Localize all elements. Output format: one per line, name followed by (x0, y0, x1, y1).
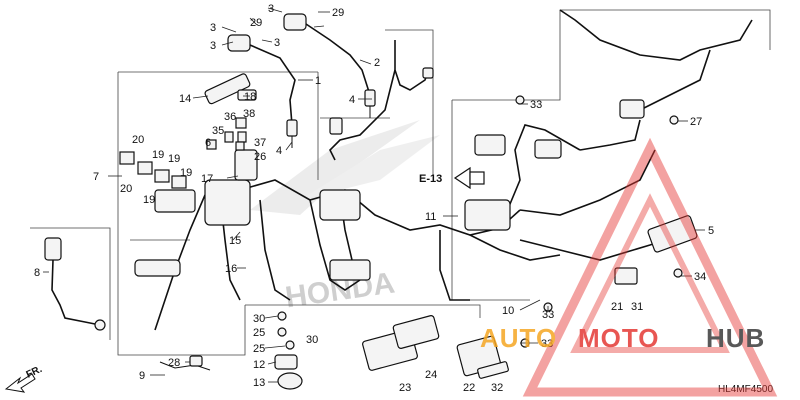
callout-label: 4 (349, 94, 355, 106)
callout-label: 36 (224, 111, 236, 123)
callout-label: 6 (205, 137, 211, 149)
callout-label: 19 (152, 149, 164, 161)
section-ref-label: E-13 (419, 173, 442, 185)
callout-label: 33 (530, 99, 542, 111)
callout-label: 19 (168, 153, 180, 165)
callout-label: 35 (212, 125, 224, 137)
front-direction-label: FR. (25, 364, 44, 381)
sub-harness-top (329, 40, 434, 161)
callout-label: 2 (374, 57, 380, 69)
callout-label: 21 (611, 301, 623, 313)
callout-label: 3 (210, 22, 216, 34)
callout-label: 7 (93, 171, 99, 183)
callout-label: 11 (425, 211, 436, 223)
watermark-brand-hub: HUB (706, 323, 765, 353)
sub-harness-left (44, 237, 106, 331)
callout-label: 38 (243, 108, 255, 120)
callout-label: 25 (253, 343, 265, 355)
callout-numbers: 3 29 3 3 29 3 2 1 4 4 14 18 36 38 35 37 … (34, 3, 714, 394)
callout-label: 4 (276, 145, 282, 157)
automotohub-watermark: AUTO MOTO HUB (480, 137, 778, 397)
callout-label: 33 (542, 309, 554, 321)
callout-label: 15 (229, 235, 241, 247)
relays-fuse-group (119, 73, 257, 277)
control-modules (159, 95, 698, 390)
main-wire-harness (154, 9, 753, 331)
callout-label: 9 (139, 370, 145, 382)
callout-label: 37 (254, 137, 266, 149)
callout-label: 10 (502, 305, 514, 317)
watermark-brand-auto: AUTO (480, 323, 557, 353)
callout-label: 3 (210, 40, 216, 52)
diagram-reference-code: HL4MF4500 (718, 384, 773, 395)
callout-label: 31 (631, 301, 643, 313)
callout-label: 13 (253, 377, 265, 389)
leader-lines (43, 7, 705, 383)
callout-label: 28 (168, 357, 180, 369)
callout-label: 3 (268, 3, 274, 15)
section-frames (30, 9, 771, 356)
watermark-triangle-outer (522, 137, 778, 397)
callout-label: 29 (250, 17, 262, 29)
callout-label: 25 (253, 327, 265, 339)
callout-label: 14 (179, 93, 191, 105)
callout-label: 26 (254, 151, 266, 163)
callout-label: 5 (708, 225, 714, 237)
callout-label: 17 (201, 173, 213, 185)
callout-label: 22 (463, 382, 475, 394)
callout-label: 19 (143, 194, 155, 206)
callout-label: 3 (274, 37, 280, 49)
watermark-brand-moto: MOTO (578, 323, 660, 353)
ignition-coil-right (283, 13, 376, 118)
callout-label: 16 (225, 263, 237, 275)
callout-label: 12 (253, 359, 265, 371)
callout-label: 32 (491, 382, 503, 394)
callout-label: 20 (132, 134, 144, 146)
watermark-triangle-inner (570, 193, 730, 353)
callout-label: 27 (690, 116, 702, 128)
front-direction-indicator: FR. (4, 364, 44, 393)
callout-label: 1 (315, 75, 321, 87)
callout-label: 19 (180, 167, 192, 179)
callout-label: 30 (253, 313, 265, 325)
callout-label: 20 (120, 183, 132, 195)
callout-label: 8 (34, 267, 40, 279)
honda-wing-watermark (250, 120, 440, 215)
callout-label: 23 (399, 382, 411, 394)
callout-label: 33 (541, 338, 553, 350)
callout-label: 29 (332, 7, 344, 19)
callout-label: 24 (425, 369, 437, 381)
callout-label: 18 (244, 91, 256, 103)
callout-label: 30 (306, 334, 318, 346)
callout-label: 34 (694, 271, 706, 283)
section-reference-arrow: E-13 (419, 166, 485, 190)
